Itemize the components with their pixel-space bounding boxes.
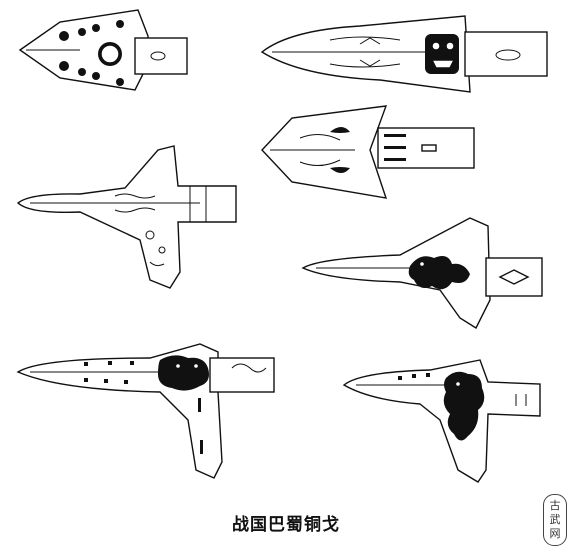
dagger-axe-7 — [342, 359, 541, 483]
seal-char-1: 古 — [549, 499, 561, 512]
dagger-axe-6 — [16, 343, 275, 479]
watermark-seal: 古 武 网 — [543, 494, 567, 546]
seal-char-2: 武 — [549, 513, 561, 526]
dagger-axe-4 — [16, 145, 237, 289]
seal-char-3: 网 — [549, 527, 561, 540]
dagger-axe-5 — [301, 217, 543, 330]
dagger-axe-3 — [261, 105, 475, 199]
plate-caption: 战国巴蜀铜戈 — [232, 515, 340, 535]
dagger-axe-2 — [260, 15, 548, 93]
dagger-axe-1 — [18, 9, 188, 91]
